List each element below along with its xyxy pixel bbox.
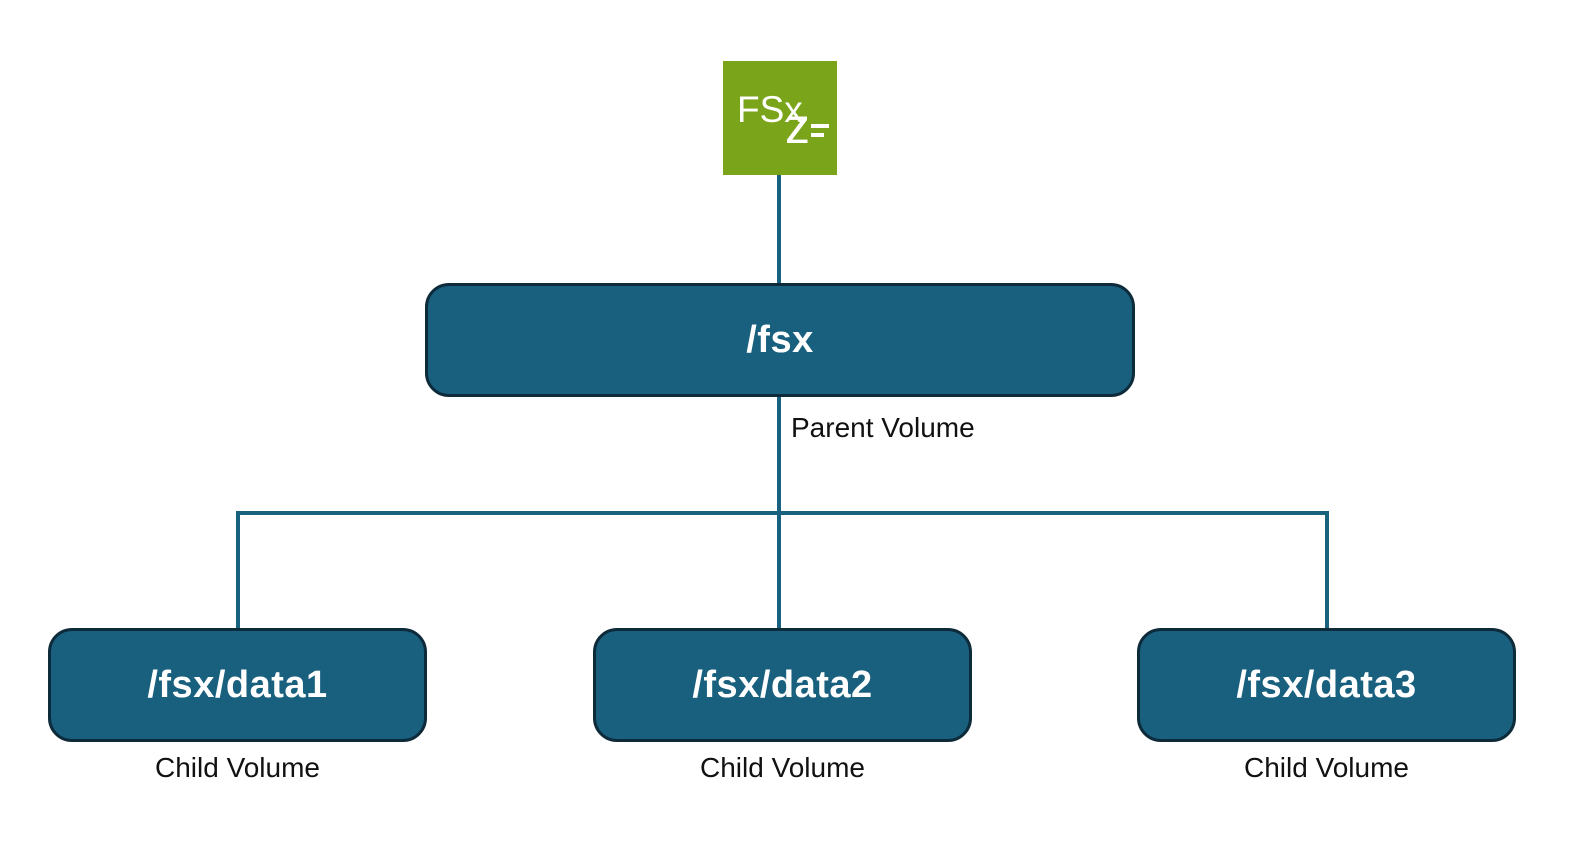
child-volume-label-2: /fsx/data2 — [692, 663, 873, 706]
fsx-icon-text: FSx — [737, 89, 803, 130]
parent-volume-label: /fsx — [746, 318, 814, 361]
fsx-icon-bar-top — [811, 124, 829, 128]
child-volume-node-3: /fsx/data3 — [1137, 628, 1516, 742]
child-volume-label-3: /fsx/data3 — [1236, 663, 1417, 706]
child-volume-caption-3: Child Volume — [1244, 752, 1409, 783]
connector-drop-left-child — [236, 511, 240, 628]
parent-volume-node: /fsx — [425, 283, 1135, 397]
fsx-icon-bar-bottom — [811, 133, 824, 137]
child-volume-node-1: /fsx/data1 — [48, 628, 427, 742]
child-volume-node-2: /fsx/data2 — [593, 628, 972, 742]
connector-drop-right-child — [1325, 511, 1329, 628]
fsx-icon-z-glyph: z — [785, 98, 810, 154]
connector-icon-to-parent — [777, 175, 781, 284]
child-volume-caption-2: Child Volume — [700, 752, 865, 783]
fsx-icon-art: FSx z — [737, 89, 829, 154]
child-volume-label-1: /fsx/data1 — [147, 663, 328, 706]
parent-volume-caption: Parent Volume — [791, 412, 975, 443]
fsx-openzfs-icon: FSx z — [723, 61, 837, 175]
connector-horizontal-bus — [236, 511, 1329, 515]
child-volume-caption-1: Child Volume — [155, 752, 320, 783]
